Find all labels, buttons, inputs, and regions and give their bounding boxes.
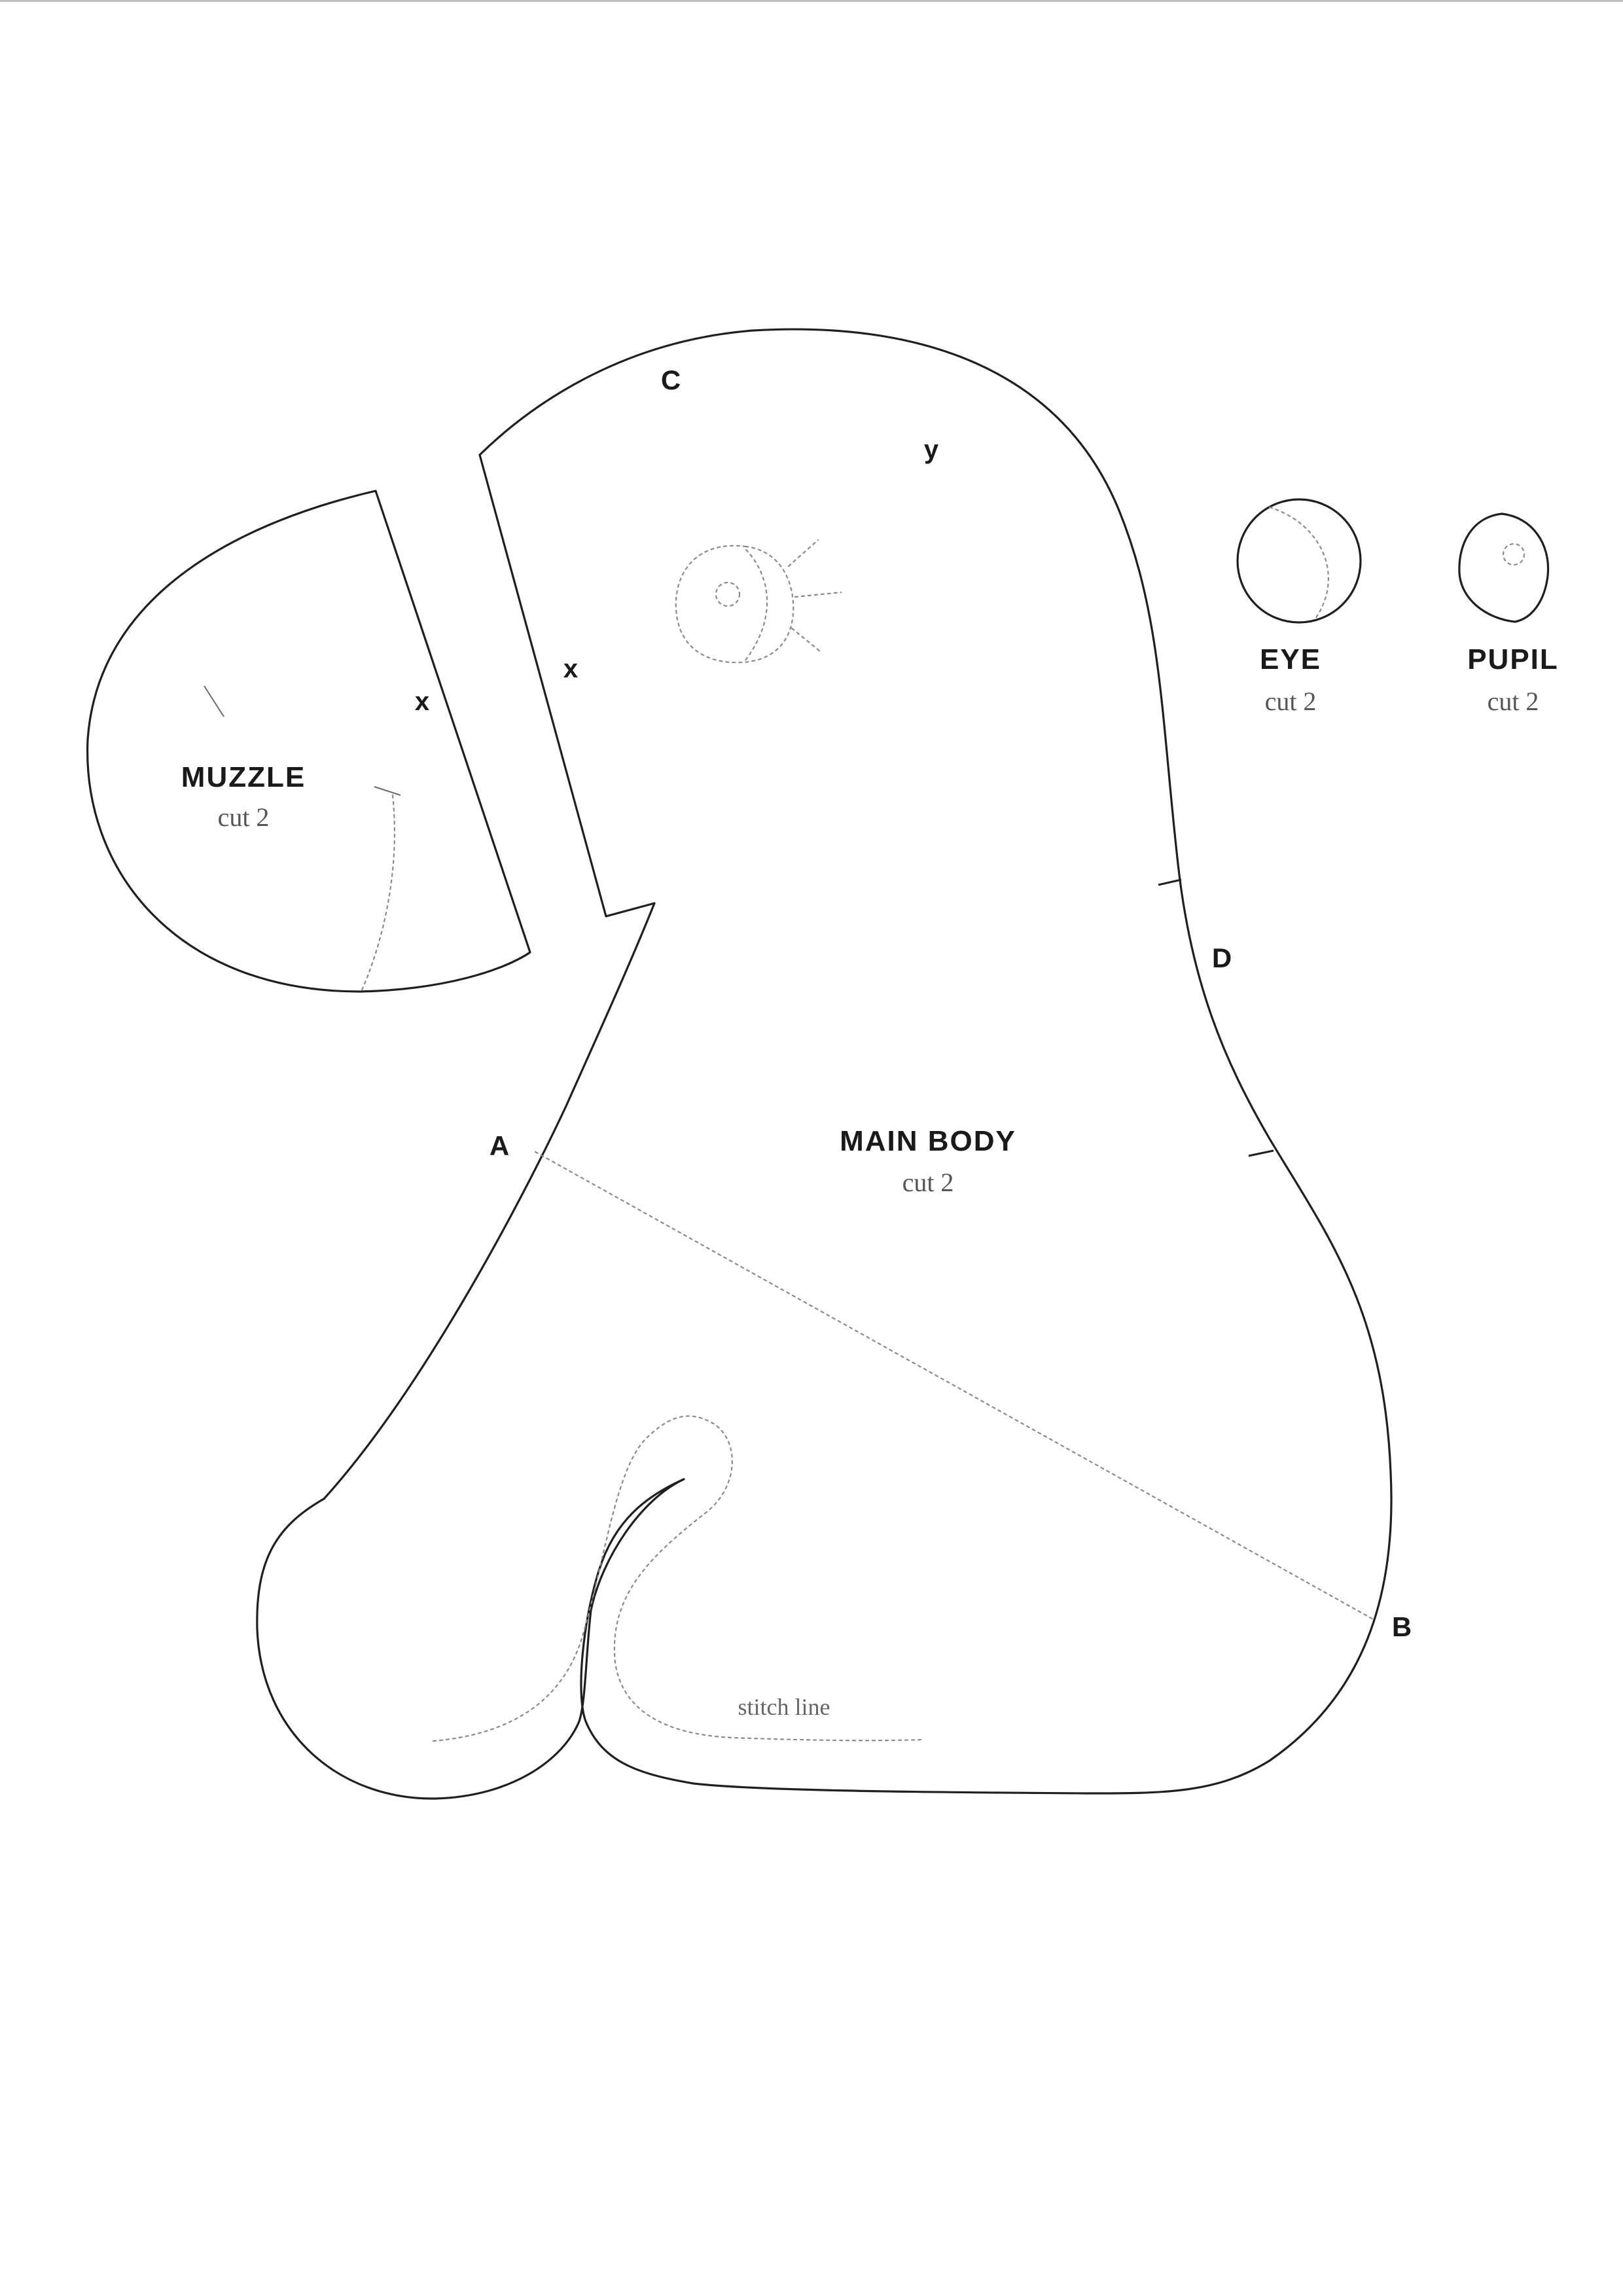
muzzle-piece: MUZZLE cut 2 x [86, 490, 531, 993]
muzzle-dart-mark [204, 685, 224, 717]
pupil-label: PUPIL [1467, 643, 1559, 675]
match-mark-d: D [1212, 942, 1232, 973]
eye-label: EYE [1260, 643, 1321, 675]
muzzle-outline [86, 490, 531, 993]
eyelash-3 [791, 627, 821, 653]
match-mark-c: C [661, 365, 681, 395]
leg-stitch-line [432, 1415, 924, 1742]
match-mark-b: B [1392, 1611, 1412, 1642]
match-mark-a: A [490, 1130, 509, 1161]
muzzle-label: MUZZLE [181, 761, 306, 793]
main-body-label: MAIN BODY [840, 1125, 1016, 1157]
eyelash-2 [794, 591, 842, 598]
eye-placement-pupil [715, 581, 741, 607]
eye-outline [1236, 498, 1362, 624]
main-body-cut-count: cut 2 [902, 1168, 954, 1197]
body-match-mark-x: x [563, 655, 578, 683]
eye-cut-count: cut 2 [1265, 687, 1317, 716]
pupil-outline [1458, 512, 1550, 623]
notch-lower [1248, 1149, 1274, 1157]
pupil-inner-circle [1502, 543, 1525, 566]
notch-upper [1158, 878, 1182, 886]
muzzle-guide-tick [374, 786, 401, 796]
eye-piece: EYE cut 2 [1236, 498, 1362, 716]
top-border [0, 0, 1623, 2]
match-mark-y: y [924, 435, 939, 464]
muzzle-cut-count: cut 2 [218, 802, 270, 832]
eye-inner-arc [1268, 506, 1329, 620]
main-body-piece: MAIN BODY cut 2 C y x D A B stitch line [256, 328, 1412, 1800]
pupil-piece: PUPIL cut 2 [1458, 512, 1559, 716]
eye-placement-arc [743, 548, 768, 662]
pupil-cut-count: cut 2 [1488, 687, 1539, 716]
line-a-to-b [534, 1151, 1376, 1621]
stitch-line-note: stitch line [738, 1694, 830, 1720]
eyelash-1 [787, 539, 819, 567]
muzzle-match-mark-x: x [415, 687, 429, 716]
muzzle-guide-curve [360, 794, 396, 993]
eye-placement-guide [675, 539, 842, 664]
main-body-outline [256, 328, 1393, 1800]
eye-placement-circle [675, 545, 794, 664]
